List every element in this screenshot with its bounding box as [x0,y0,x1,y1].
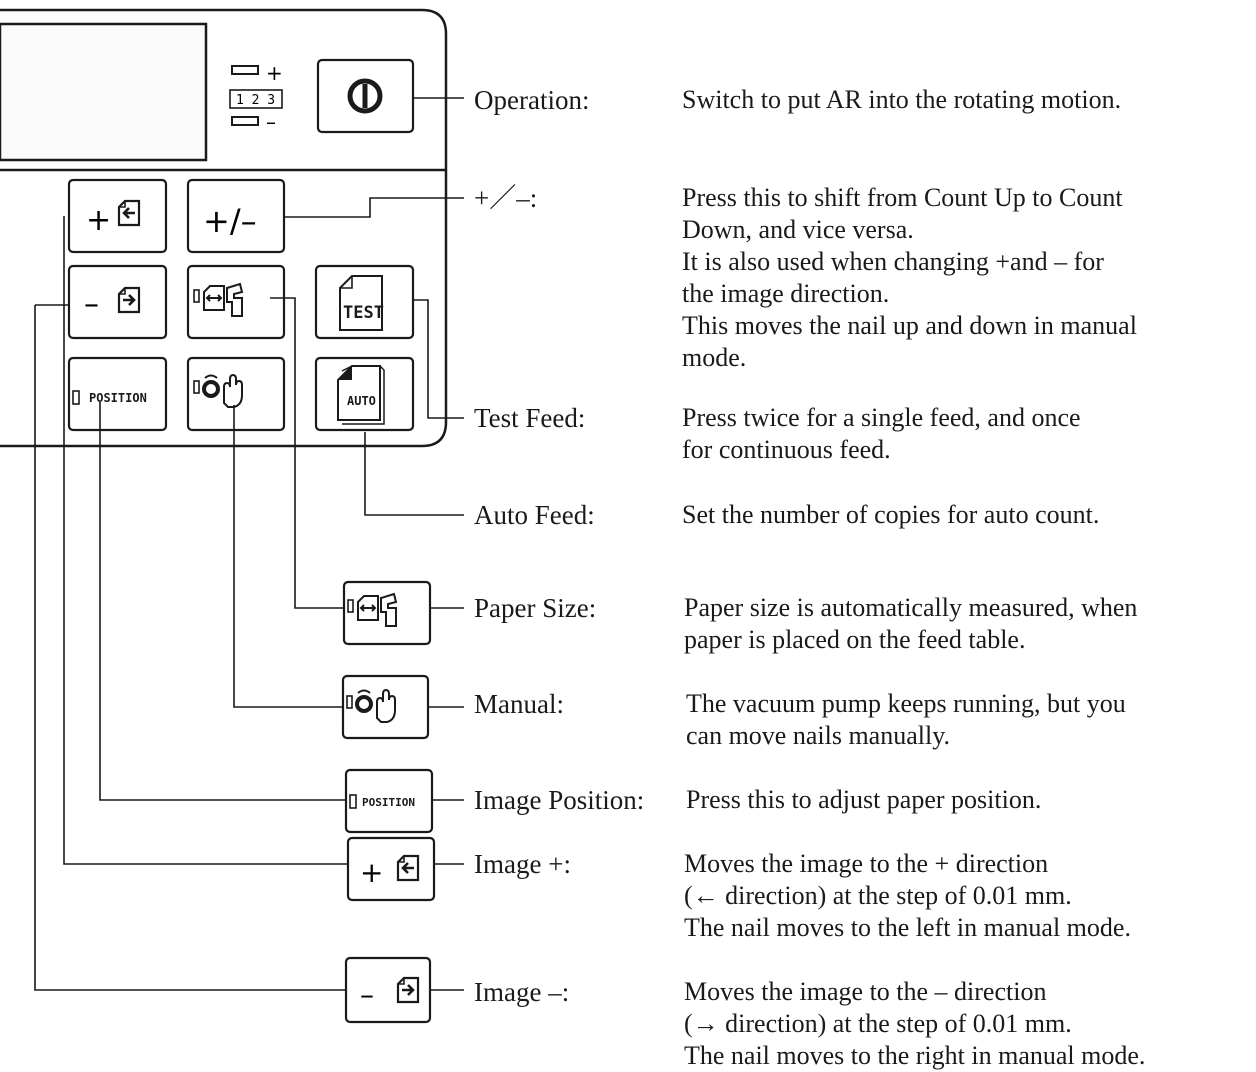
counter-indicator: + 1 2 3 – [229,61,283,134]
image-minus-term: Image –: [474,977,570,1007]
plus-minus-term: +／–: [474,183,538,213]
plus-minus-sign: +/– [203,202,257,240]
auto-label: AUTO [347,394,376,408]
operation-term: Operation: [474,85,590,115]
auto-feed-button[interactable]: AUTO [314,356,415,432]
display-window [0,22,208,162]
test-page-icon [339,275,383,331]
image-minus-key: – [344,956,432,1024]
manual-button[interactable] [186,356,286,432]
plus-minus-button[interactable]: +/– [186,178,286,254]
test-feed-term: Test Feed: [474,403,586,433]
panel-outline [0,8,448,448]
image-position-term: Image Position: [474,785,645,815]
test-feed-desc: Press twice for a single feed, and once … [682,403,1081,464]
image-minus-desc: Moves the image to the – direction (→ di… [684,977,1146,1070]
image-plus-key-sign: + [360,856,383,889]
image-position-desc: Press this to adjust paper position. [686,785,1042,814]
paper-size-term: Paper Size: [474,593,597,623]
image-plus-button[interactable]: + [67,178,168,254]
counter-minus-label: – [266,110,276,134]
counter-digits-label: 1 2 3 [236,93,275,108]
plus-minus-desc: Press this to shift from Count Up to Cou… [682,183,1137,372]
paper-size-key [342,580,432,646]
position-label: POSITION [89,391,147,405]
manual-term: Manual: [474,689,564,719]
test-label: TEST [343,303,384,323]
image-minus-key-sign: – [360,978,374,1011]
leader-lines [34,97,464,991]
power-icon [347,78,383,114]
image-minus-sign: – [84,287,99,322]
auto-feed-desc: Set the number of copies for auto count. [682,500,1100,529]
auto-feed-term: Auto Feed: [474,500,595,530]
image-plus-sign: + [86,203,111,238]
operation-button[interactable] [316,58,415,134]
image-position-button[interactable]: POSITION [67,356,168,432]
image-plus-term: Image +: [474,849,571,879]
paper-size-button[interactable] [186,264,286,340]
image-plus-desc: Moves the image to the + direction (← di… [684,849,1131,942]
test-feed-button[interactable]: TEST [314,264,415,340]
paper-size-desc: Paper size is automatically measured, wh… [684,593,1138,654]
operation-desc: Switch to put AR into the rotating motio… [682,85,1122,114]
position-key-label: POSITION [362,796,415,809]
counter-plus-label: + [266,61,283,85]
manual-desc: The vacuum pump keeps running, but you c… [686,689,1126,750]
image-minus-button[interactable]: – [67,264,168,340]
manual-key [341,674,430,740]
image-position-key: POSITION [344,768,434,834]
image-plus-key: + [346,836,436,902]
